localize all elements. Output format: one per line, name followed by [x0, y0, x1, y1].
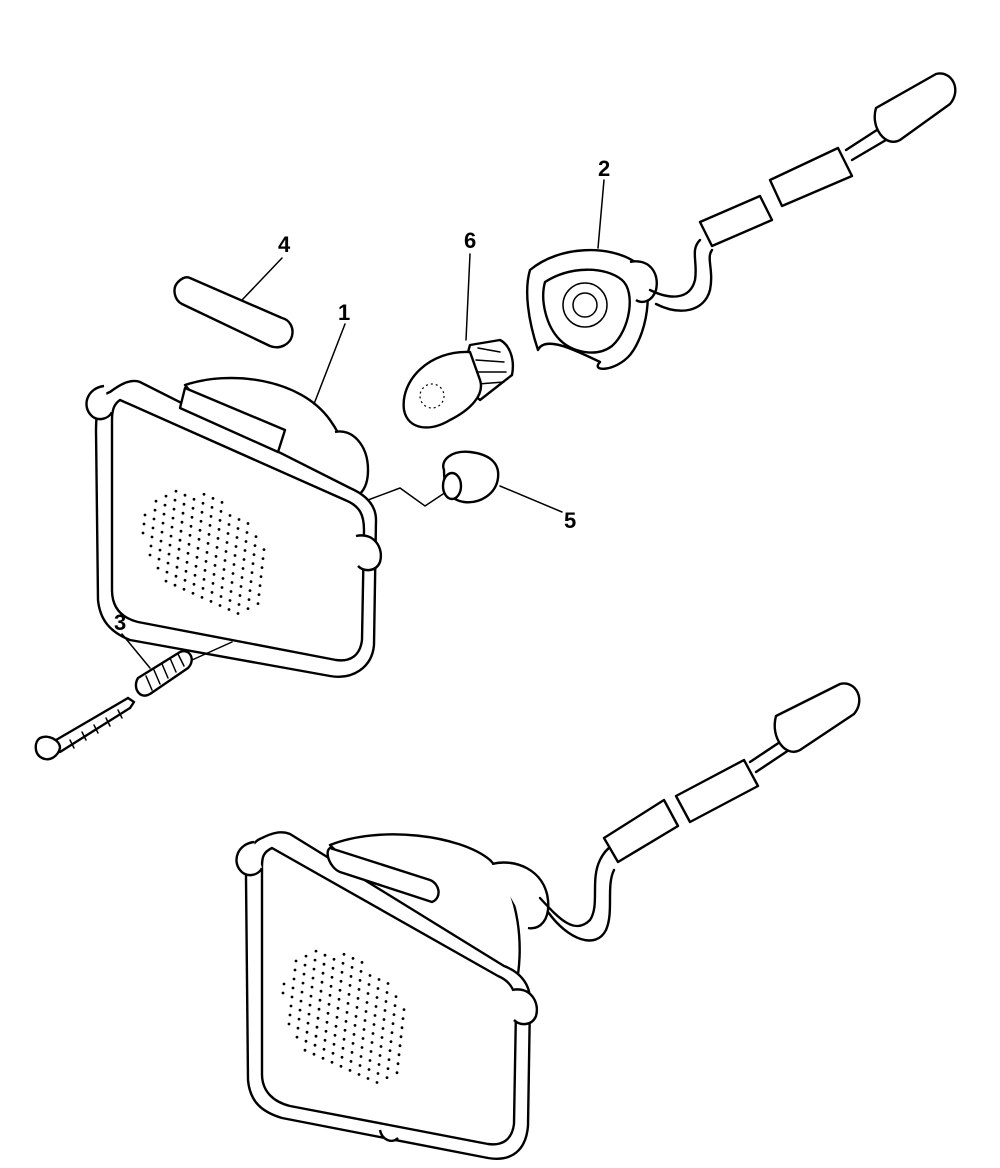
callout-3: 3: [114, 610, 126, 635]
callout-4: 4: [278, 232, 291, 257]
plug-grommet: [441, 450, 500, 504]
socket-wire: [648, 72, 957, 312]
lens-pattern-lower: [281, 949, 406, 1084]
lamp-housing-upper: [85, 376, 383, 678]
reflector-strip: [173, 276, 294, 349]
callout-6: 6: [464, 228, 476, 253]
lamp-housing-lower: [235, 831, 550, 1160]
lamp-wire-lower: [538, 682, 861, 942]
callout-2: 2: [598, 156, 610, 181]
callout-1: 1: [338, 300, 350, 325]
leader-lines: [121, 179, 605, 669]
bulb: [402, 338, 514, 429]
bulb-socket: [525, 248, 658, 370]
mounting-screw: [34, 696, 136, 761]
callout-5: 5: [564, 508, 576, 533]
spring: [134, 641, 233, 697]
lens-pattern: [141, 489, 266, 615]
